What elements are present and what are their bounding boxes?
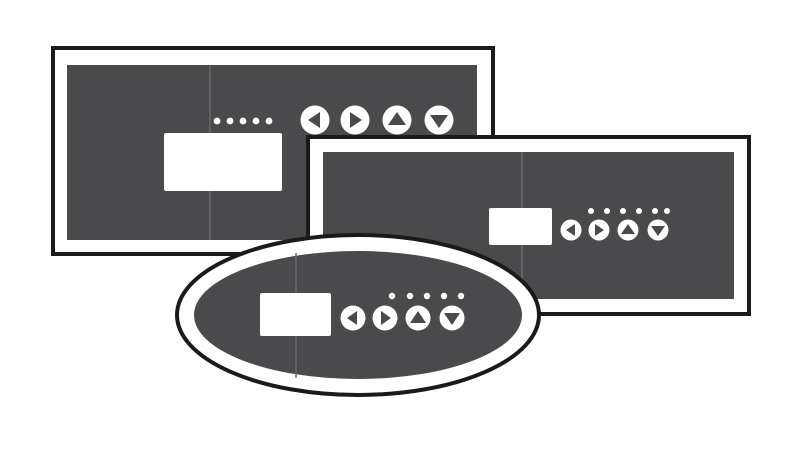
indicator-light (406, 292, 414, 300)
up-arrow-button[interactable] (405, 305, 431, 331)
left-arrow-icon (347, 311, 357, 325)
right-arrow-button[interactable] (372, 305, 398, 331)
indicator-light (239, 117, 247, 125)
oval-panel (175, 233, 541, 397)
indicator-light (636, 208, 642, 214)
left-arrow-icon (566, 224, 575, 236)
oval-panel-indicators (388, 292, 465, 300)
indicator-light (652, 208, 658, 214)
oval-panel-display (260, 293, 331, 336)
right-arrow-icon (350, 112, 362, 128)
down-arrow-button[interactable] (439, 305, 465, 331)
indicator-light (604, 208, 610, 214)
up-arrow-icon (410, 311, 426, 323)
indicator-light (388, 292, 396, 300)
right-arrow-button[interactable] (588, 219, 610, 241)
down-arrow-button[interactable] (424, 105, 454, 135)
right-arrow-button[interactable] (340, 105, 370, 135)
indicator-light (440, 292, 448, 300)
indicator-light (588, 208, 594, 214)
rect-panel-small-indicators (588, 208, 670, 214)
rect-panel-small-display (489, 208, 552, 245)
right-arrow-icon (595, 224, 604, 236)
left-arrow-button[interactable] (340, 305, 366, 331)
indicator-light (423, 292, 431, 300)
indicator-light (252, 117, 260, 125)
down-arrow-icon (430, 115, 448, 128)
rect-panel-small (306, 135, 751, 316)
up-arrow-icon (388, 112, 406, 125)
left-arrow-button[interactable] (300, 105, 330, 135)
down-arrow-icon (651, 226, 665, 236)
rect-panel-large-display (164, 133, 282, 191)
down-arrow-button[interactable] (647, 219, 669, 241)
down-arrow-icon (444, 313, 460, 325)
indicator-light (265, 117, 273, 125)
indicator-light (664, 208, 670, 214)
up-arrow-button[interactable] (382, 105, 412, 135)
up-arrow-icon (621, 224, 635, 234)
right-arrow-icon (381, 311, 391, 325)
indicator-light (620, 208, 626, 214)
up-arrow-button[interactable] (617, 219, 639, 241)
indicator-light (457, 292, 465, 300)
indicator-light (213, 117, 221, 125)
rect-panel-large-indicators (213, 117, 273, 125)
left-arrow-icon (308, 112, 320, 128)
indicator-light (226, 117, 234, 125)
left-arrow-button[interactable] (560, 219, 582, 241)
